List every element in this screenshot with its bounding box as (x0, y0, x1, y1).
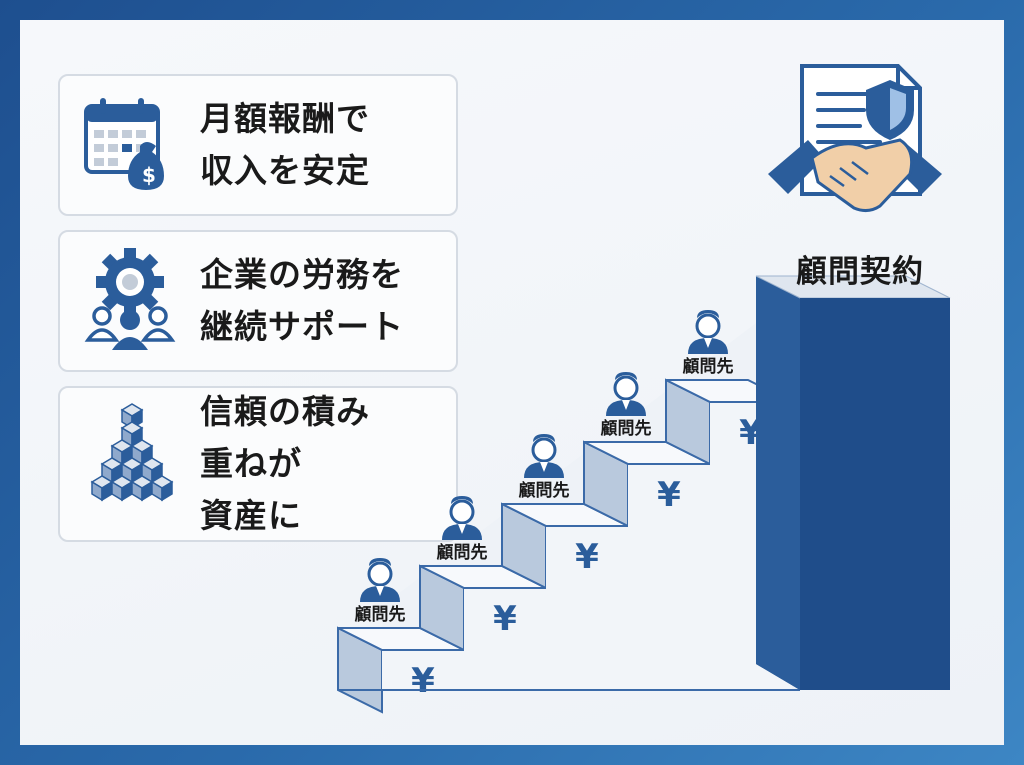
top-block (755, 275, 951, 690)
client-person-icon (688, 310, 728, 354)
benefit-text-line: 資産に (200, 496, 302, 535)
client-label: 顧問先 (683, 356, 734, 377)
client-label: 顧問先 (601, 418, 652, 439)
svg-text:$: $ (142, 163, 156, 187)
benefit-card-stable-income: $ 月額報酬で 収入を安定 (58, 74, 458, 216)
client-person-icon (360, 558, 400, 602)
step: ¥ 顧問先 (419, 496, 547, 690)
yen-symbol: ¥ (657, 475, 681, 515)
yen-symbol: ¥ (411, 661, 435, 701)
yen-symbol: ¥ (575, 537, 599, 577)
benefit-text-line: 企業の労務を (200, 255, 404, 294)
client-person-icon (524, 434, 564, 478)
client-label: 顧問先 (355, 604, 406, 625)
benefit-card-trust-asset: 信頼の積み 重ねが 資産に (58, 386, 458, 542)
benefit-card-labor-support: 企業の労務を 継続サポート (58, 230, 458, 372)
benefit-text-line: 重ねが (200, 444, 302, 483)
yen-symbol: ¥ (493, 599, 517, 639)
step: ¥ 顧問先 (501, 434, 629, 690)
client-person-icon (606, 372, 646, 416)
benefit-text-line: 継続サポート (200, 307, 404, 346)
benefit-text-line: 信頼の積み (200, 392, 370, 431)
gear-people-icon (82, 246, 178, 358)
benefit-text-line: 月額報酬で (200, 99, 370, 138)
contract-handshake-icon (760, 58, 950, 242)
client-person-icon (442, 496, 482, 540)
client-label: 顧問先 (437, 542, 488, 563)
benefit-text-line: 収入を安定 (200, 151, 370, 190)
client-label: 顧問先 (519, 480, 570, 501)
top-label: 顧問契約 (796, 254, 924, 290)
calendar-money-bag-icon: $ (82, 94, 178, 198)
